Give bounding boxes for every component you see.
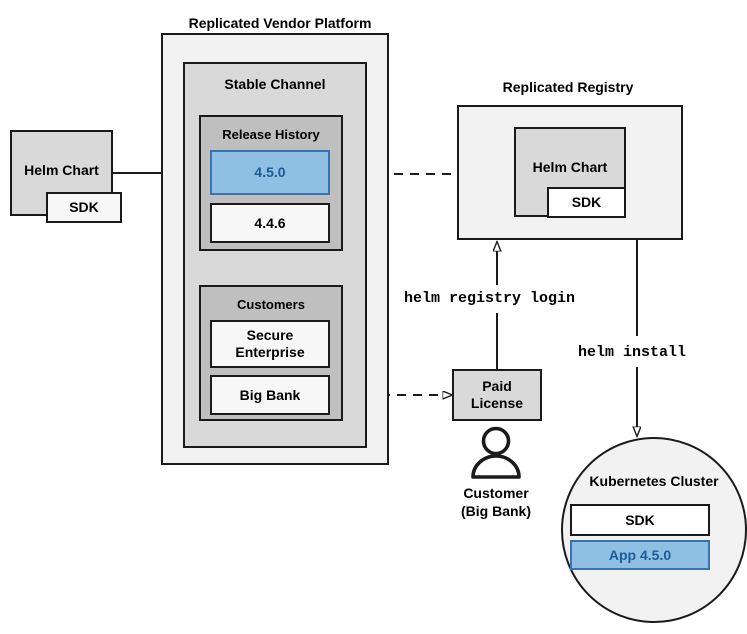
cluster-app-label: App 4.5.0 [608,546,672,563]
paid-license-box[interactable]: Paid License [452,369,542,421]
customer-caption: Customer (Big Bank) [416,485,576,520]
paid-license-label: Paid License [470,378,524,411]
release-history-title: Release History [222,127,320,142]
release-4.4.6-box[interactable]: 4.4.6 [210,203,330,243]
source-helm-chart-label: Helm Chart [24,162,99,178]
customers-title: Customers [237,297,305,312]
registry-helm-chart-label: Helm Chart [532,159,608,175]
release-4.5.0-box[interactable]: 4.5.0 [210,150,330,195]
registry-sdk-box[interactable]: SDK [547,187,626,218]
customer-big-bank-box[interactable]: Big Bank [210,375,330,415]
cluster-sdk-box[interactable]: SDK [570,504,710,536]
release-4.4.6-label: 4.4.6 [254,214,286,231]
helm-install-label: helm install [578,344,687,361]
customer-caption-line1: Customer [463,485,529,501]
kubernetes-cluster-title: Kubernetes Cluster [589,473,719,489]
customer-secure-enterprise-label: Secure Enterprise [235,327,305,360]
source-sdk-label: SDK [69,199,99,216]
registry-title: Replicated Registry [502,79,634,95]
vendor-platform-title: Replicated Vendor Platform [188,15,372,31]
cluster-sdk-label: SDK [625,511,655,528]
helm-registry-login-label: helm registry login [404,290,576,307]
customer-caption-line2: (Big Bank) [461,502,531,519]
source-sdk-box[interactable]: SDK [46,192,122,223]
person-icon [471,426,521,479]
release-4.5.0-label: 4.5.0 [254,164,286,181]
source-helm-chart-box[interactable]: Helm Chart [10,130,113,216]
customer-big-bank-label: Big Bank [239,386,301,403]
cluster-app-box[interactable]: App 4.5.0 [570,540,710,570]
stable-channel-title: Stable Channel [224,76,326,92]
customer-secure-enterprise-box[interactable]: Secure Enterprise [210,320,330,368]
registry-sdk-label: SDK [571,194,602,211]
